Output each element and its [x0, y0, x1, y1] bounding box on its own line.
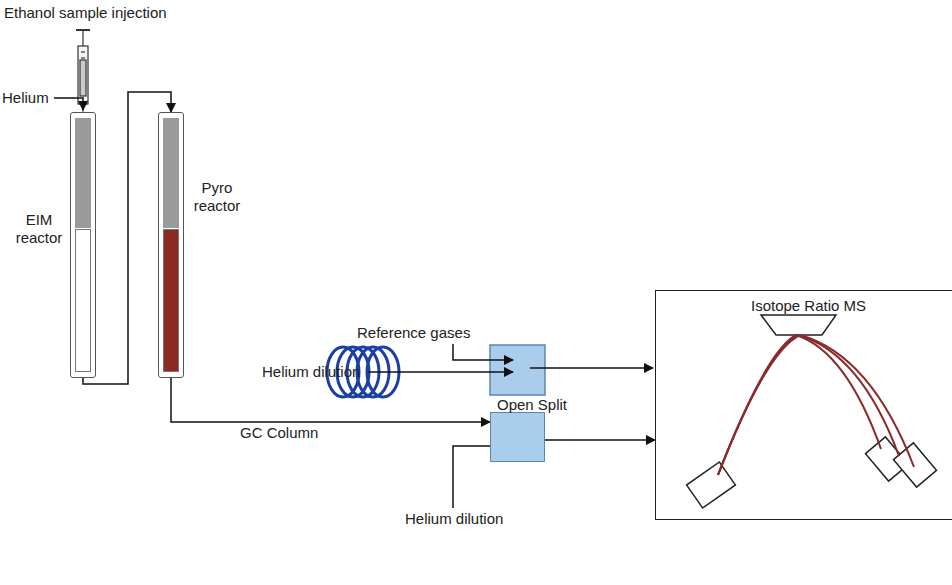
split-to-ms-line: [530, 367, 653, 369]
node-label: Isotope Ratio MS: [656, 297, 952, 315]
ion-source: [687, 462, 736, 508]
label-text: Helium dilution: [262, 363, 360, 381]
helium-line: [54, 98, 83, 110]
label-text: Ethanol sample injection: [4, 4, 167, 22]
reactor-packing: [163, 118, 179, 228]
open-split-box: Open Split: [490, 412, 545, 462]
mass-spectrometer-drawing: [656, 291, 949, 521]
reactor-insert: [75, 229, 91, 372]
label-text: Reference gases: [357, 324, 470, 342]
helium-dilution-line: [368, 371, 513, 373]
ms-box: Isotope Ratio MS: [655, 290, 952, 520]
reactor-tube: Pyro reactor: [158, 112, 184, 378]
reactor-tube: EIM reactor: [70, 112, 96, 378]
magnet: [761, 315, 836, 335]
detector: [893, 443, 936, 487]
reference-gas-line: [453, 344, 513, 360]
flow-connector: [545, 439, 655, 441]
label-text: Helium: [2, 89, 49, 107]
reactor-insert: [163, 229, 179, 372]
reactor-packing: [75, 118, 91, 228]
node-label: EIM reactor: [15, 211, 63, 247]
label-text: GC Column: [240, 424, 318, 442]
open-split-box: [490, 345, 545, 395]
label-text: Helium dilution: [405, 510, 503, 528]
ion-beam: [718, 335, 881, 475]
node-label: Open Split: [497, 396, 567, 414]
ion-beam: [718, 335, 899, 475]
ion-beam: [718, 335, 914, 475]
node-label: Pyro reactor: [191, 179, 243, 215]
